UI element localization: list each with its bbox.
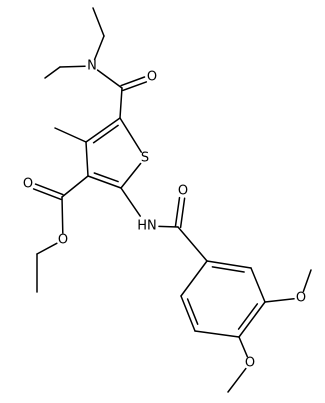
double-bond [211, 266, 245, 273]
double-bond [186, 298, 199, 325]
double-bond [174, 196, 181, 228]
atom-label-n-amide: N [87, 59, 97, 74]
atom-label-o-methoxy3: O [296, 291, 306, 306]
single-bond [61, 196, 64, 234]
double-bond [85, 117, 121, 143]
double-bond [34, 183, 64, 196]
single-bond [177, 226, 208, 262]
double-bond [122, 81, 148, 92]
single-bond [180, 260, 208, 297]
single-bond [250, 267, 266, 303]
single-bond [85, 141, 89, 177]
single-bond [120, 187, 141, 217]
double-bond [238, 301, 266, 338]
atom-label-o-ester-carbonyl: O [23, 177, 33, 192]
atom-label-s-ring: S [141, 151, 149, 166]
atom-label-layer: N O S O O HN O O O [23, 59, 306, 371]
double-bond [87, 175, 122, 189]
single-bond [264, 298, 295, 303]
single-bond [61, 175, 89, 198]
atom-label-o-amide2: O [178, 184, 188, 199]
single-bond [302, 269, 312, 293]
atom-label-o-methoxy4: O [245, 356, 255, 371]
single-bond [96, 69, 123, 89]
single-bond [93, 35, 105, 61]
double-bond [92, 124, 119, 144]
atom-label-o-amide1: O [147, 70, 157, 85]
double-bond [120, 76, 146, 87]
double-bond [93, 172, 119, 183]
single-bond [44, 66, 61, 79]
atom-label-o-ester: O [58, 233, 68, 248]
single-bond [92, 7, 105, 37]
single-bond [59, 65, 86, 68]
single-bond [194, 330, 240, 338]
double-bond [179, 197, 186, 229]
single-bond [36, 242, 58, 255]
double-bond [180, 295, 196, 332]
single-bond [238, 336, 249, 358]
single-bond [227, 367, 247, 393]
single-bond [54, 127, 87, 143]
single-bond [120, 162, 142, 189]
bond-layer [32, 7, 312, 393]
double-bond [237, 303, 259, 330]
double-bond [32, 188, 62, 201]
single-bond [119, 87, 123, 119]
single-bond [119, 117, 143, 153]
atom-label-nh-amide: HN [137, 219, 157, 234]
double-bond [206, 260, 252, 269]
